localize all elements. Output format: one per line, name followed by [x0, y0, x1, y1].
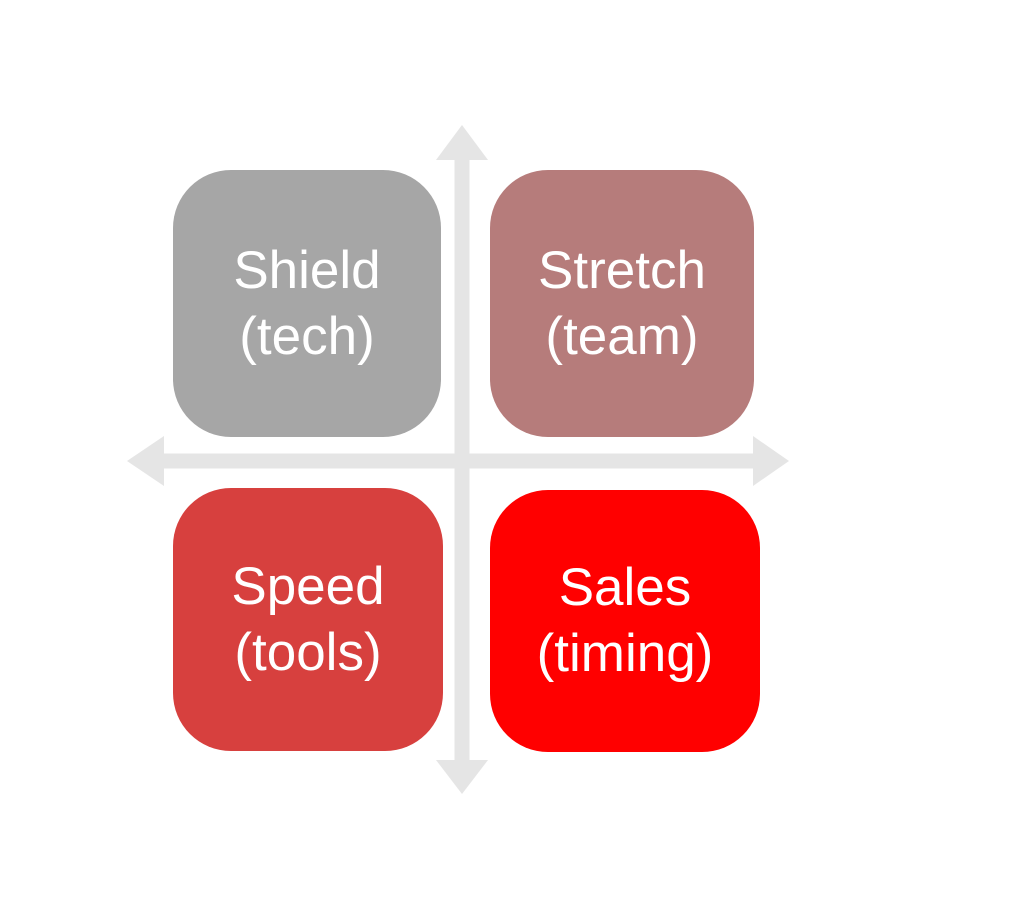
- quadrant-label-group: Shield (tech): [233, 238, 380, 369]
- quadrant-label: Speed: [231, 556, 385, 616]
- quadrant-label: Sales: [558, 558, 692, 618]
- quadrant-label-group: Stretch (team): [538, 238, 706, 369]
- quadrant-stretch-team: Stretch (team): [490, 170, 754, 437]
- arrowhead-left-icon: [127, 436, 164, 486]
- quadrant-label: Stretch: [538, 240, 706, 300]
- quadrant-shield-tech: Shield (tech): [173, 170, 441, 437]
- quadrant-sublabel: (tools): [234, 622, 382, 682]
- arrowhead-up-icon: [436, 125, 488, 160]
- horizontal-axis-shaft: [160, 453, 757, 469]
- quadrant-label-group: Speed (tools): [231, 554, 384, 685]
- arrowhead-right-icon: [753, 436, 789, 486]
- quadrant-speed-tools: Speed (tools): [173, 488, 443, 751]
- arrowhead-down-icon: [436, 760, 488, 794]
- quadrant-sublabel: (timing): [536, 624, 714, 683]
- quadrant-label-group: Sales (timing): [537, 555, 714, 686]
- quadrant-label: Shield: [233, 240, 381, 300]
- quadrant-sublabel: (tech): [239, 306, 375, 366]
- quadrant-sublabel: (team): [545, 306, 699, 366]
- quadrant-sales-timing: Sales (timing): [490, 490, 760, 752]
